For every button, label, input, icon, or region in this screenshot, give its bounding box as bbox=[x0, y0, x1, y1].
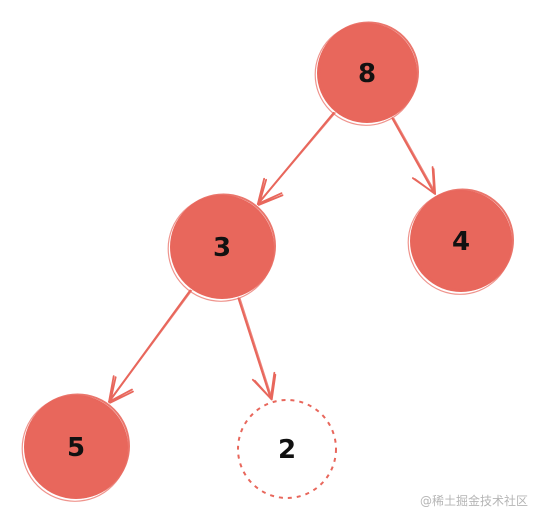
arrowhead bbox=[108, 375, 134, 404]
node-label: 3 bbox=[213, 233, 231, 263]
edge-left-to-left-right bbox=[237, 297, 277, 401]
edge-root-to-right bbox=[391, 117, 437, 195]
tree-node-left-left: 5 bbox=[21, 393, 130, 502]
tree-node-left: 3 bbox=[167, 193, 276, 302]
node-circle bbox=[170, 195, 274, 299]
node-outline bbox=[21, 395, 129, 502]
node-circle bbox=[317, 23, 417, 123]
tree-edges bbox=[108, 111, 437, 404]
node-outline bbox=[318, 21, 419, 123]
edge-left-to-left-left bbox=[108, 289, 193, 404]
node-label: 8 bbox=[358, 59, 376, 89]
node-outline bbox=[411, 188, 514, 292]
node-circle bbox=[410, 190, 512, 292]
node-outline bbox=[407, 190, 513, 295]
edge-root-to-left bbox=[256, 111, 336, 206]
node-circle bbox=[24, 395, 128, 499]
node-circle-empty bbox=[237, 399, 337, 499]
node-label: 2 bbox=[278, 435, 296, 465]
node-outline bbox=[25, 393, 130, 499]
node-outline bbox=[167, 195, 275, 302]
tree-node-root: 8 bbox=[314, 21, 419, 126]
node-outline bbox=[171, 193, 276, 299]
arrowhead bbox=[251, 371, 277, 401]
tree-node-right: 4 bbox=[407, 188, 514, 295]
node-outline bbox=[314, 23, 418, 126]
arrowhead bbox=[411, 166, 437, 195]
node-label: 4 bbox=[452, 227, 470, 257]
tree-node-left-right: 2 bbox=[237, 399, 337, 499]
arrowhead bbox=[256, 177, 284, 206]
tree-nodes: 8 3 4 5 2 bbox=[21, 21, 514, 502]
node-label: 5 bbox=[67, 433, 85, 463]
watermark: @稀土掘金技术社区 bbox=[419, 494, 528, 508]
